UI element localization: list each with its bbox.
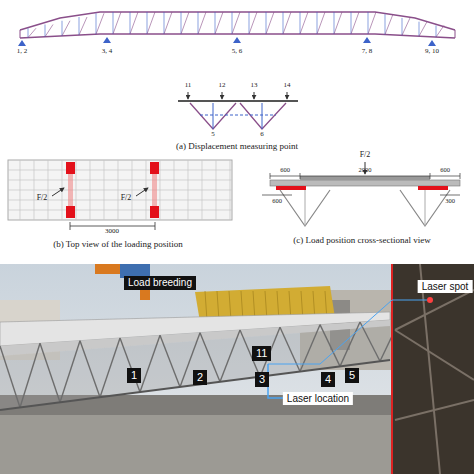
- dimension: 2000: [359, 166, 372, 173]
- node-text: 2: [197, 371, 203, 384]
- point-number: 5: [211, 131, 215, 139]
- point-number: 13: [251, 82, 258, 90]
- callout-number: 5: [345, 368, 359, 383]
- dimension: 600: [440, 166, 450, 173]
- subfigure-caption: (c) Load position cross-sectional view: [277, 236, 447, 246]
- dimension: 600: [272, 197, 282, 204]
- node-text: 5: [349, 369, 355, 382]
- dimension: 300: [445, 197, 455, 204]
- point-number: 12: [219, 82, 226, 90]
- photo-label: Laser location: [283, 392, 353, 405]
- point-number: 7, 8: [362, 48, 373, 56]
- callout-number: 4: [321, 372, 335, 387]
- dimension: 3000: [105, 228, 119, 236]
- top-view: [8, 160, 232, 230]
- node-text: 4: [325, 373, 331, 386]
- dimension: 600: [280, 166, 290, 173]
- test-photo: [0, 264, 474, 474]
- point-number: 3, 4: [102, 48, 113, 56]
- point-number: 14: [284, 82, 291, 90]
- load-label: F/2: [121, 194, 132, 203]
- point-number: 6: [260, 131, 264, 139]
- load-label: F/2: [360, 151, 371, 160]
- callout-number: 1: [127, 368, 141, 383]
- load-label: F/2: [37, 194, 48, 203]
- point-number: 5, 6: [232, 48, 243, 56]
- photo-label: Laser spot: [418, 280, 473, 293]
- node-text: 11: [256, 347, 267, 360]
- subfigure-caption: (a) Displacement measuring point: [176, 142, 298, 152]
- point-number: 11: [185, 82, 192, 90]
- callout-number: 2: [193, 370, 207, 385]
- truss-elevation: [18, 12, 455, 46]
- point-number: 1, 2: [17, 48, 28, 56]
- node-text: 3: [259, 373, 265, 386]
- callout-number: 11: [252, 346, 271, 361]
- node-text: Load breeding: [128, 277, 192, 289]
- point-number: 9, 10: [425, 48, 439, 56]
- callout-number: 3: [255, 372, 269, 387]
- node-text: 1: [131, 369, 137, 382]
- photo-tag: Load breeding: [124, 276, 196, 290]
- load-section: [262, 162, 460, 226]
- truss-cross-section: [178, 92, 298, 129]
- subfigure-caption: (b) Top view of the loading position: [53, 240, 183, 250]
